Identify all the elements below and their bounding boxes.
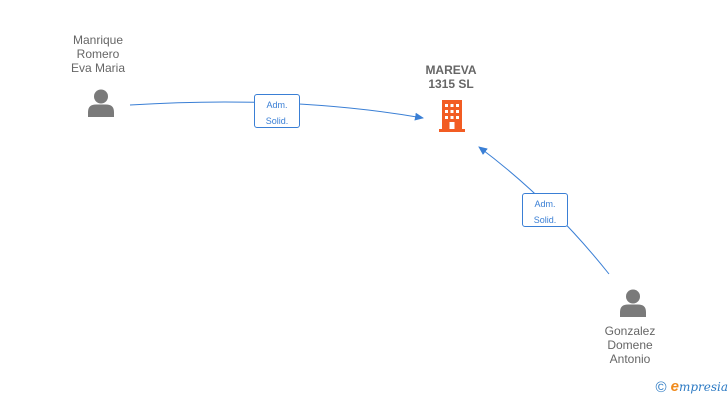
person-icon[interactable] [86, 88, 116, 118]
brand-watermark: ©empresia [656, 378, 728, 396]
copyright-icon: © [655, 379, 667, 396]
person-name-gonzalez[interactable]: Gonzalez Domene Antonio [604, 324, 656, 366]
company-name[interactable]: MAREVA 1315 SL [425, 63, 477, 91]
brand-name: mpresia [678, 380, 728, 394]
edge-label-p1-company[interactable]: Adm. Solid. [254, 94, 300, 128]
person-name-manrique[interactable]: Manrique Romero Eva Maria [70, 33, 126, 75]
edge-label-p2-company[interactable]: Adm. Solid. [522, 193, 568, 227]
building-icon[interactable] [437, 99, 467, 133]
person-icon[interactable] [618, 288, 648, 318]
brand-initial: e [670, 378, 679, 395]
